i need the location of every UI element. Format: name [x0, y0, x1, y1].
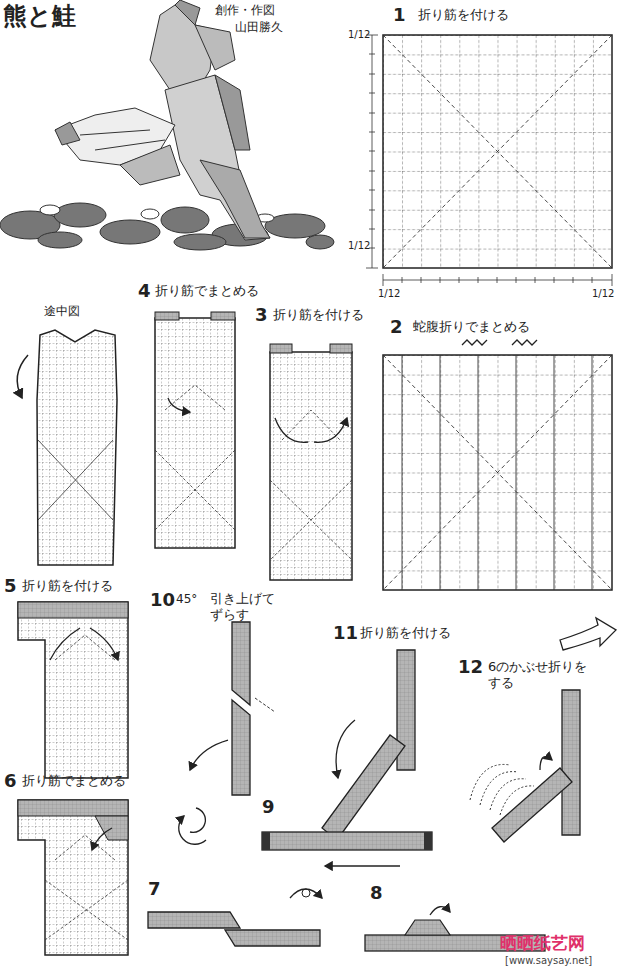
- step-number: 11: [333, 622, 358, 644]
- step-instruction: 折り筋を付ける: [273, 307, 364, 323]
- step-number: 9: [262, 796, 275, 818]
- step-number: 10: [150, 589, 175, 611]
- step-instruction: 折り筋を付ける: [22, 578, 113, 594]
- step-number: 3: [255, 304, 268, 326]
- watermark: 晒晒纸艺网: [500, 933, 585, 953]
- step-instruction: 引き上げて ずらす: [210, 591, 278, 622]
- step-number: 7: [148, 878, 161, 900]
- author-name: 山田勝久: [235, 20, 283, 34]
- step-number: 4: [138, 280, 151, 302]
- view-label: 途中図: [44, 304, 80, 318]
- angle-label: 45°: [176, 592, 197, 606]
- step-number: 8: [370, 882, 383, 904]
- step-number: 5: [4, 575, 17, 597]
- step-number: 6: [4, 770, 17, 792]
- fraction-mark: 1/12: [378, 288, 400, 300]
- step-instruction: 折り筋でまとめる: [22, 773, 126, 789]
- step-instruction: 折り筋を付ける: [418, 7, 509, 23]
- step-instruction: 折り筋でまとめる: [155, 283, 259, 299]
- step-instruction: 折り筋を付ける: [360, 625, 451, 641]
- fraction-mark: 1/12: [592, 288, 614, 300]
- fraction-mark: 1/12: [348, 29, 370, 41]
- step-number: 12: [458, 656, 483, 678]
- step-instruction: 蛇腹折りでまとめる: [413, 319, 530, 335]
- fraction-mark: 1/12: [348, 240, 370, 252]
- author-credit: 創作・作図: [215, 3, 275, 17]
- step-number: 2: [390, 316, 403, 338]
- title: 熊と鮭: [3, 2, 76, 31]
- step-instruction: 6のかぶせ折りを する: [488, 659, 598, 690]
- step-number: 1: [393, 4, 406, 26]
- watermark-url: [www.saysay.net]: [505, 955, 592, 967]
